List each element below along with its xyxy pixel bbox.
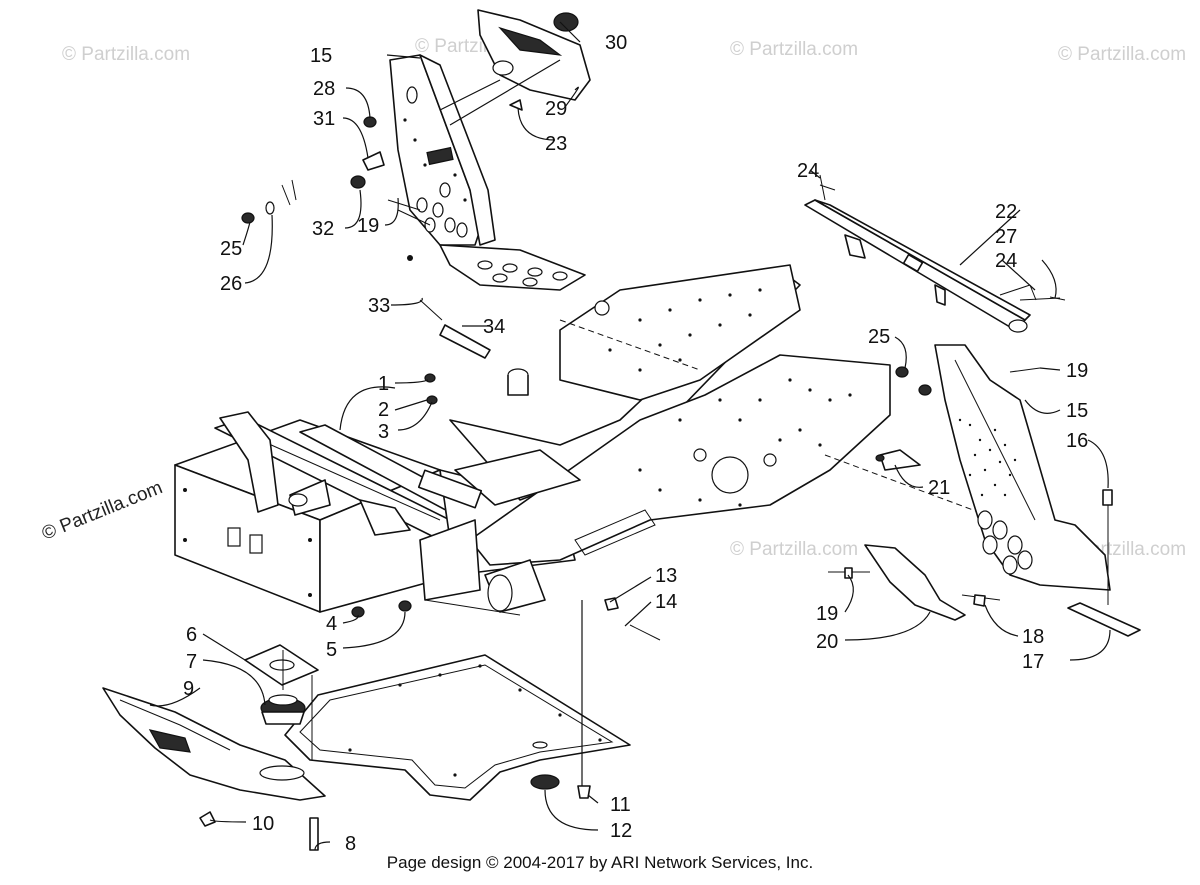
steering-arm [804, 184, 1061, 333]
callouts: 15 28 31 32 19 25 26 30 29 23 33 34 1 2 … [183, 32, 1088, 855]
callout-17: 17 [1022, 651, 1044, 673]
hardware [199, 99, 1113, 851]
callout-4: 4 [326, 613, 337, 635]
watermark: © Partzilla.com [730, 539, 858, 560]
steering-support-right [864, 344, 1141, 637]
callout-19: 19 [1066, 360, 1088, 382]
callout-22: 22 [995, 201, 1017, 223]
watermark: © Partzilla.com [62, 44, 190, 65]
callout-19: 19 [357, 215, 379, 237]
callout-33: 33 [368, 295, 390, 317]
callout-32: 32 [312, 218, 334, 240]
skid-plate [102, 687, 326, 801]
callout-23: 23 [545, 133, 567, 155]
callout-28: 28 [313, 78, 335, 100]
callout-26: 26 [220, 273, 242, 295]
callout-27: 27 [995, 226, 1017, 248]
callout-10: 10 [252, 813, 274, 835]
callout-2: 2 [378, 399, 389, 421]
callout-30: 30 [605, 32, 627, 54]
callout-24: 24 [797, 160, 819, 182]
callout-25: 25 [868, 326, 890, 348]
watermark: © Partzilla.com [730, 39, 858, 60]
callout-15: 15 [1066, 400, 1088, 422]
callout-31: 31 [313, 108, 335, 130]
leader-lines [149, 21, 1111, 851]
watermark: © Partzilla.com [1058, 44, 1186, 65]
callout-12: 12 [610, 820, 632, 842]
page-footer: Page design © 2004-2017 by ARI Network S… [386, 853, 814, 872]
callout-25: 25 [220, 238, 242, 260]
callout-9: 9 [183, 678, 194, 700]
callout-13: 13 [655, 565, 677, 587]
callout-21: 21 [928, 477, 950, 499]
callout-29: 29 [545, 98, 567, 120]
callout-19: 19 [816, 603, 838, 625]
watermark-dark: © Partzilla.com [39, 477, 166, 544]
belly-pan [284, 654, 631, 801]
callout-7: 7 [186, 651, 197, 673]
callout-14: 14 [655, 591, 677, 613]
callout-24: 24 [995, 250, 1017, 272]
callout-16: 16 [1066, 430, 1088, 452]
callout-18: 18 [1022, 626, 1044, 648]
callout-1: 1 [378, 373, 389, 395]
callout-5: 5 [326, 639, 337, 661]
steering-support-left [389, 54, 586, 291]
mount-assembly [244, 644, 319, 760]
callout-8: 8 [345, 833, 356, 855]
callout-11: 11 [610, 794, 631, 816]
steering-hoop [439, 9, 591, 126]
callout-6: 6 [186, 624, 197, 646]
callout-3: 3 [378, 421, 389, 443]
callout-20: 20 [816, 631, 838, 653]
callout-34: 34 [483, 316, 505, 338]
chassis-frame [174, 264, 891, 616]
callout-15: 15 [310, 45, 332, 67]
